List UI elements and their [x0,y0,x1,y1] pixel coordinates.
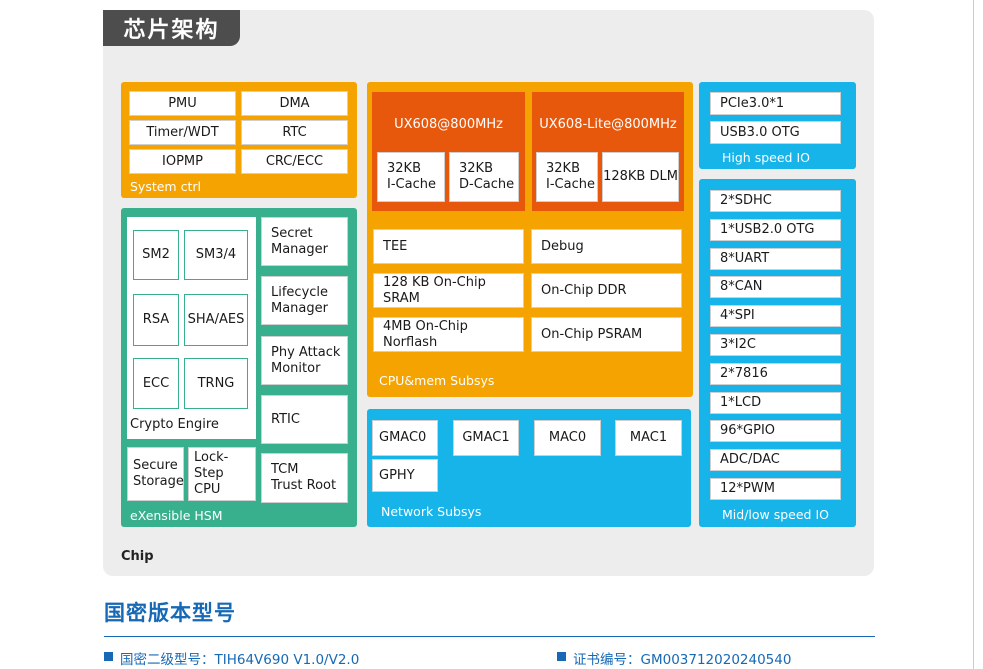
core2-i-cache: 32KB I-Cache [536,152,598,202]
section-divider [104,636,875,637]
cpu-mem-subsys-label: CPU&mem Subsys [379,373,495,388]
sysctrl-item-timer-wdt: Timer/WDT [129,120,236,145]
cpu-item-debug: Debug [531,229,682,264]
core1-i-cache: 32KB I-Cache [377,152,445,202]
hsm-secret-manager: Secret Manager [261,217,348,266]
core1-d-cache: 32KB D-Cache [449,152,519,202]
panel-title: 芯片架构 [103,10,240,46]
sysctrl-item-crc-ecc: CRC/ECC [241,149,348,174]
page-edge-line [973,0,974,669]
midlow-io-item: ADC/DAC [710,449,841,472]
hsm-label: eXensible HSM [130,508,223,523]
crypto-engine-label: Crypto Engire [130,417,219,432]
midlow-io-item: 96*GPIO [710,420,841,443]
midlow-io-item: 8*CAN [710,276,841,299]
sysctrl-item-pmu: PMU [129,91,236,116]
network-item-mac1: MAC1 [615,420,682,456]
cpu-item-onchip-ddr: On-Chip DDR [531,273,682,308]
certificate-info: 证书编号：GM003712020240540 [573,652,792,668]
network-subsys-label: Network Subsys [381,504,482,519]
hsm-secure-storage: Secure Storage [127,447,184,501]
sysctrl-item-rtc: RTC [241,120,348,145]
midlow-io-item: 1*LCD [710,391,841,414]
cpu-item-onchip-sram: 128 KB On-Chip SRAM [373,273,524,308]
core2-dlm: 128KB DLM [602,152,679,202]
crypto-item-sm2: SM2 [133,230,179,280]
hsm-rtic: RTIC [261,395,348,444]
hsm-phy-attack-monitor: Phy Attack Monitor [261,336,348,385]
hsio-item-usb3: USB3.0 OTG [710,121,841,144]
network-item-gphy: GPHY [372,459,438,492]
midlow-io-item: 2*7816 [710,362,841,385]
crypto-item-sha-aes: SHA/AES [184,294,248,346]
hsm-lifecycle-manager: Lifecycle Manager [261,276,348,325]
high-speed-io-label: High speed IO [722,150,810,165]
midlow-io-item: 1*USB2.0 OTG [710,218,841,241]
mid-low-io-label: Mid/low speed IO [722,507,829,522]
midlow-io-item: 3*I2C [710,334,841,356]
cpu-item-tee: TEE [373,229,524,264]
network-item-gmac1: GMAC1 [453,420,519,456]
crypto-item-ecc: ECC [133,358,179,409]
cpu-item-onchip-norflash: 4MB On-Chip Norflash [373,317,524,352]
model-info: 国密二级型号：TIH64V690 V1.0/V2.0 [120,652,360,668]
midlow-io-item: 4*SPI [710,305,841,328]
midlow-io-item: 2*SDHC [710,190,841,212]
hsio-item-pcie: PCIe3.0*1 [710,92,841,115]
crypto-item-sm3-4: SM3/4 [184,230,248,280]
bullet-icon [104,652,113,661]
network-item-gmac0: GMAC0 [372,420,438,456]
cpu-core-ux608-title: UX608@800MHz [394,117,503,132]
crypto-item-rsa: RSA [133,294,179,346]
cpu-core-ux608-lite-title: UX608-Lite@800MHz [539,117,677,132]
hsm-tcm-trust-root: TCM Trust Root [261,453,348,503]
cpu-item-onchip-psram: On-Chip PSRAM [531,317,682,352]
network-item-mac0: MAC0 [534,420,601,456]
midlow-io-item: 12*PWM [710,478,841,500]
sysctrl-item-iopmp: IOPMP [129,149,236,174]
chip-label: Chip [121,549,154,564]
sysctrl-item-dma: DMA [241,91,348,116]
crypto-item-trng: TRNG [184,358,248,409]
midlow-io-item: 8*UART [710,247,841,270]
bullet-icon [557,652,566,661]
hsm-lock-step-cpu: Lock-Step CPU [188,447,256,501]
section-title: 国密版本型号 [104,601,236,625]
system-ctrl-label: System ctrl [130,179,201,194]
